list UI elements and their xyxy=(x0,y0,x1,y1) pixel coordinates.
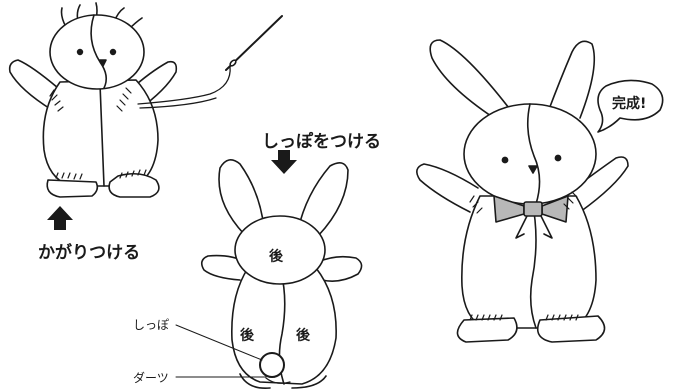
down-arrow-icon xyxy=(271,150,297,174)
dart-callout-label: ダーツ xyxy=(133,371,169,385)
back-left-label: 後 xyxy=(240,328,254,344)
back-head-label: 後 xyxy=(269,249,283,265)
complete-speech-text: 完成! xyxy=(612,96,647,112)
attach-tail-label: しっぽをつける xyxy=(262,132,381,152)
whip-stitch-label: かがりつける xyxy=(38,243,141,263)
figure-bunny-back xyxy=(175,159,363,390)
figure-bunny-finished xyxy=(416,39,664,343)
tail-callout-label: しっぽ xyxy=(133,318,170,332)
up-arrow-icon xyxy=(47,206,73,230)
back-right-label: 後 xyxy=(296,328,310,344)
figure-sewing-body xyxy=(8,2,283,198)
